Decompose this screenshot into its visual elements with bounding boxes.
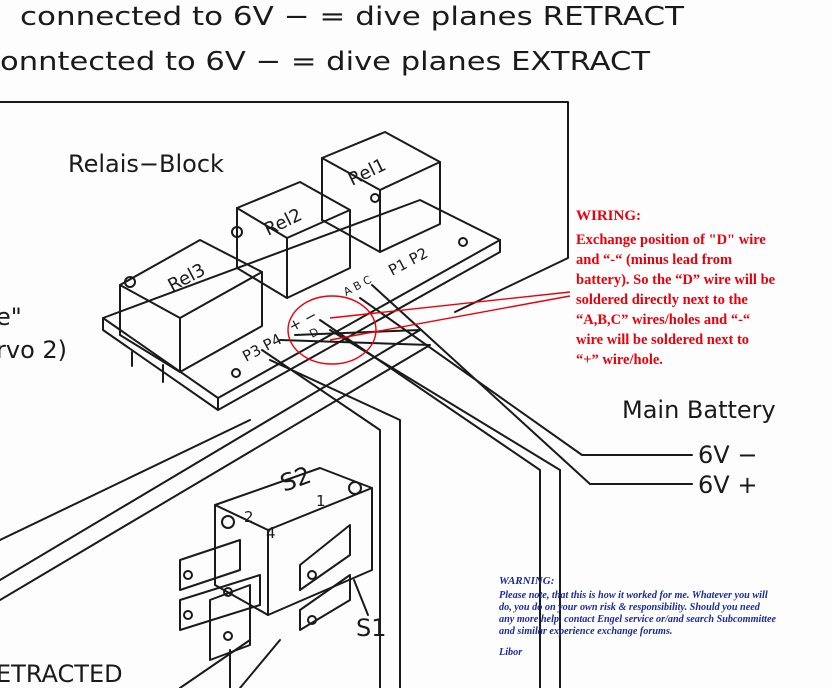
wiring-note-line: “A,B,C” wires/holes and “-“ (576, 312, 751, 328)
warning-body: Please note, that this is how it worked … (499, 590, 824, 638)
relay-rel1 (321, 131, 441, 253)
wiring-note-line: and “-“ (minus lead from (576, 252, 733, 268)
warning-title: WARNING: (499, 575, 555, 587)
wiring-note-line: battery). So the “D” wire will be (576, 272, 776, 288)
header-line-2: onntected to 6V − = dive planes EXTRACT (0, 47, 650, 77)
pin-label-p1-p2: P1 P2 (385, 244, 430, 280)
warning-line: do, you do on your own risk & responsibi… (499, 602, 760, 613)
callout-circle (287, 295, 377, 365)
switch-pin-1: 1 (316, 492, 326, 510)
warning-signature: Libor (499, 647, 523, 658)
relay-rel3 (119, 239, 263, 373)
wiring-note-body: Exchange position of "D" wire and “-“ (m… (576, 230, 826, 370)
relay-label-rel1: Rel1 (345, 154, 389, 190)
warning-line: any more help, contact Engel service or/… (499, 614, 777, 625)
warning-line: Please note, that this is how it worked … (499, 590, 768, 601)
left-text-servo: rvo 2) (0, 336, 67, 364)
left-text-retracted: ETRACTED (0, 660, 123, 688)
relay-block-title: Relais−Block (68, 150, 224, 178)
switch-label-s2: S2 (276, 461, 314, 498)
wire-battery-plus (371, 284, 693, 485)
frame-line (0, 101, 569, 313)
header-line-1: connected to 6V − = dive planes RETRACT (20, 2, 684, 32)
relay-rel2 (231, 181, 351, 299)
pin-label-abc: A B C (341, 273, 374, 299)
callout-pointer (329, 291, 571, 341)
switch-pin-4: 4 (266, 524, 276, 542)
wiring-note-title: WIRING: (576, 208, 642, 224)
switch-label-s1: S1 (356, 614, 387, 642)
wiring-note-line: soldered directly next to the (576, 292, 748, 308)
battery-minus-label: 6V − (698, 441, 757, 469)
relay-label-rel3: Rel3 (164, 259, 209, 296)
wiring-note-line: wire will be soldered next to (576, 332, 750, 348)
pin-label-d: D (307, 325, 321, 340)
switch-pin-2: 2 (244, 508, 254, 526)
battery-plus-label: 6V + (698, 471, 757, 499)
warning-line: and similar experience exchange forums. (499, 626, 673, 637)
wiring-note-line: Exchange position of "D" wire (576, 232, 766, 248)
wire-battery-minus (359, 297, 693, 456)
wiring-note-line: “+” wire/hole. (576, 352, 663, 368)
microswitch (179, 467, 373, 688)
battery-title: Main Battery (622, 396, 776, 424)
left-text-quote: e" (0, 303, 22, 331)
